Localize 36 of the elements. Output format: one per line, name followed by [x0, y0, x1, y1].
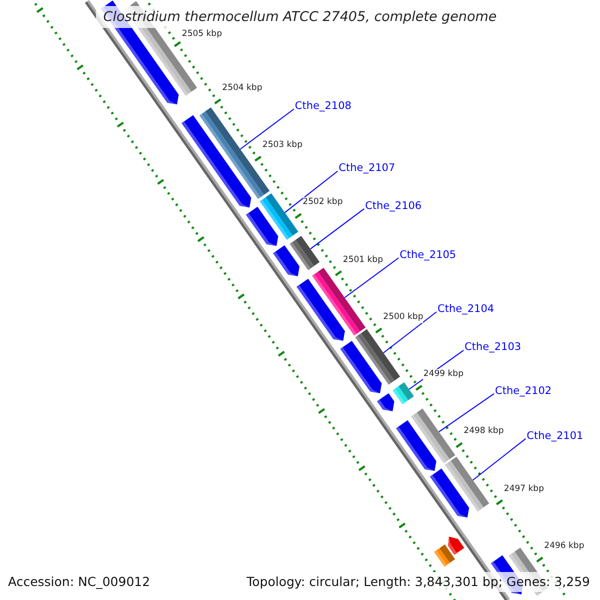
- gene-label: Cthe_2103: [464, 341, 522, 354]
- gene-block: [448, 536, 464, 555]
- gene-label: Cthe_2106: [365, 200, 422, 213]
- genome-stats-note: Topology: circular; Length: 3,843,301 bp; Genes: 3,259: [244, 572, 590, 592]
- scale-label: 2498 kbp: [464, 426, 504, 438]
- scale-label: 2504 kbp: [222, 82, 262, 94]
- gene-label: Cthe_2105: [400, 248, 456, 262]
- gene-label: Cthe_2107: [338, 162, 396, 176]
- scale-label: 2505 kbp: [182, 29, 222, 40]
- gene-label: Cthe_2104: [438, 302, 494, 316]
- leader-line: [310, 208, 365, 250]
- scale-label: 2502 kbp: [302, 197, 343, 208]
- gene-block: [246, 206, 278, 246]
- feature-bar: [434, 544, 456, 567]
- leader-line: [344, 257, 400, 298]
- feature-bar: [392, 382, 414, 404]
- scale-label: 2499 kbp: [423, 369, 464, 380]
- scale-label: 2501 kbp: [342, 254, 383, 266]
- gene-label: Cthe_2102: [495, 384, 552, 398]
- gene-label: Cthe_2108: [294, 100, 352, 113]
- scale-label: 2500 kbp: [383, 312, 424, 323]
- gene-block: [182, 115, 252, 208]
- gene-block: [296, 278, 345, 341]
- gene-block: [340, 340, 382, 394]
- gene-block: [377, 393, 394, 412]
- gene-label: Cthe_2101: [526, 430, 584, 443]
- leader-line: [438, 393, 495, 432]
- scale-label: 2497 kbp: [504, 484, 544, 495]
- gene-block: [273, 245, 300, 276]
- leader-line: [284, 170, 338, 214]
- gene-block: [430, 468, 470, 518]
- leader-line: [382, 311, 438, 354]
- scale-label: 2496 kbp: [544, 540, 584, 552]
- leader-line: [240, 108, 294, 150]
- scale-label: 2503 kbp: [262, 140, 302, 151]
- gene-block: [396, 420, 436, 471]
